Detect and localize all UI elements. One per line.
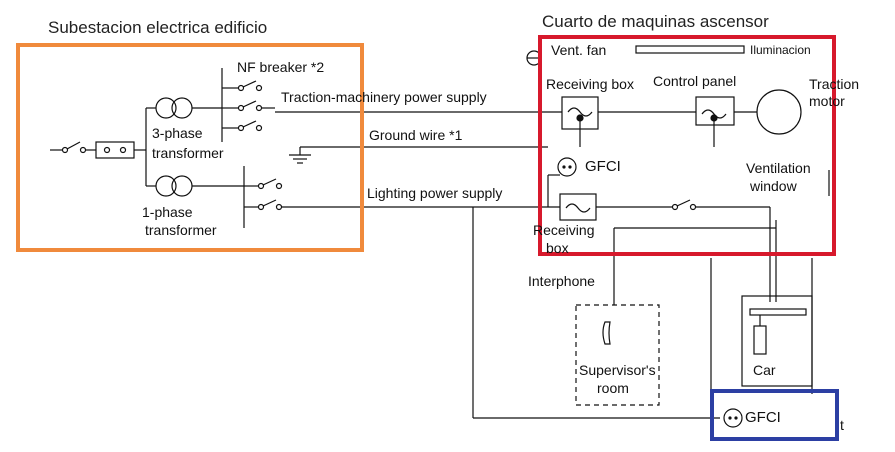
ground-wire-label: Ground wire *1 bbox=[369, 127, 463, 143]
edge-t-label: t bbox=[840, 417, 844, 433]
traction-motor-label-1: Traction bbox=[809, 76, 860, 92]
control-panel-box bbox=[695, 96, 735, 126]
telephone-icon bbox=[602, 321, 611, 345]
ventilation-label-1: Ventilation bbox=[746, 160, 811, 176]
three-phase-transformer-coil-a bbox=[155, 97, 177, 119]
interphone-label: Interphone bbox=[528, 273, 595, 289]
receiving-box-lower-label-2: box bbox=[546, 240, 569, 256]
gfci-top-label: GFCI bbox=[585, 158, 621, 175]
machine-room-frame bbox=[538, 35, 836, 256]
supervisors-room-label-1: Supervisor's bbox=[579, 362, 656, 378]
gfci-bottom-symbol bbox=[723, 408, 743, 428]
three-phase-transformer-coil-b bbox=[171, 97, 193, 119]
traction-motor-label-2: motor bbox=[809, 93, 845, 109]
traction-motor-circle bbox=[756, 89, 802, 135]
one-phase-label-2: transformer bbox=[145, 222, 217, 238]
nf-breaker-label: NF breaker *2 bbox=[237, 59, 325, 75]
switch-contact bbox=[61, 146, 69, 154]
one-phase-transformer-coil-a bbox=[155, 175, 177, 197]
fuse-box bbox=[95, 141, 135, 159]
control-panel-label: Control panel bbox=[653, 73, 737, 89]
lighting-fixture-bar bbox=[635, 45, 745, 54]
machine-room-title: Cuarto de maquinas ascensor bbox=[542, 12, 769, 31]
iluminacion-label: Iluminacion bbox=[750, 43, 811, 57]
substation-frame bbox=[16, 43, 364, 252]
lighting-supply-label: Lighting power supply bbox=[367, 185, 503, 201]
car-component bbox=[753, 325, 767, 355]
gfci-bottom-frame bbox=[710, 389, 839, 441]
receiving-box-top-label: Receiving box bbox=[546, 76, 634, 92]
three-phase-label-1: 3-phase bbox=[152, 125, 203, 141]
vent-fan-label: Vent. fan bbox=[551, 42, 607, 58]
one-phase-label-1: 1-phase bbox=[142, 204, 193, 220]
ventilation-label-2: window bbox=[750, 178, 797, 194]
gfci-bottom-label: GFCI bbox=[745, 409, 781, 426]
gfci-top-symbol bbox=[557, 157, 577, 177]
substation-title: Subestacion electrica edificio bbox=[48, 18, 268, 37]
supervisors-room-label-2: room bbox=[597, 380, 629, 396]
one-phase-transformer-coil-b bbox=[171, 175, 193, 197]
three-phase-label-2: transformer bbox=[152, 145, 224, 161]
incoming-switch-blade bbox=[66, 141, 81, 150]
receiving-box-lower bbox=[559, 193, 597, 221]
switch-contact bbox=[79, 146, 87, 154]
receiving-box-lower-label-1: Receiving bbox=[533, 222, 595, 238]
car-box bbox=[741, 295, 813, 387]
traction-supply-label: Traction-machinery power supply bbox=[281, 89, 487, 105]
car-label: Car bbox=[753, 362, 776, 378]
supervisors-room-box bbox=[575, 304, 660, 406]
